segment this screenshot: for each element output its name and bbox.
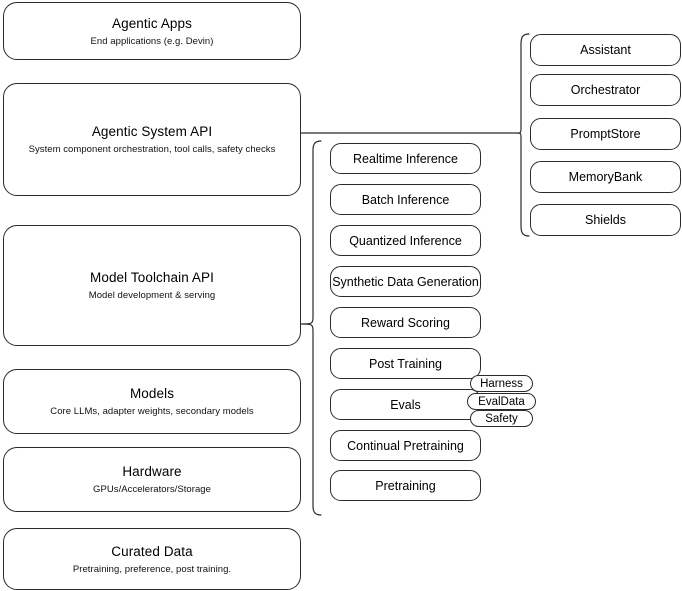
box-subtitle: Core LLMs, adapter weights, secondary mo… xyxy=(50,406,254,417)
box-title: Agentic Apps xyxy=(111,15,192,31)
evals-pill-evaldata[interactable]: EvalData xyxy=(467,393,536,410)
stack-box-model-toolchain-api[interactable]: Model Toolchain API Model development & … xyxy=(3,225,301,346)
toolchain-box-pretraining[interactable]: Pretraining xyxy=(330,470,481,501)
box-title: Curated Data xyxy=(111,543,193,559)
stack-box-hardware[interactable]: Hardware GPUs/Accelerators/Storage xyxy=(3,447,301,512)
brace-toolchain-components xyxy=(300,140,322,516)
brace-system-components xyxy=(515,33,530,237)
box-subtitle: End applications (e.g. Devin) xyxy=(90,35,214,47)
toolchain-box-synthetic-data-generation[interactable]: Synthetic Data Generation xyxy=(330,266,481,297)
system-box-promptstore[interactable]: PromptStore xyxy=(530,118,681,150)
stack-box-curated-data[interactable]: Curated Data Pretraining, preference, po… xyxy=(3,528,301,590)
system-box-shields[interactable]: Shields xyxy=(530,204,681,236)
box-title: Model Toolchain API xyxy=(90,270,214,285)
system-box-assistant[interactable]: Assistant xyxy=(530,34,681,66)
box-subtitle: GPUs/Accelerators/Storage xyxy=(93,484,211,495)
box-subtitle: Model development & serving xyxy=(88,290,216,301)
system-box-orchestrator[interactable]: Orchestrator xyxy=(530,74,681,106)
evals-pill-harness[interactable]: Harness xyxy=(470,375,533,392)
toolchain-box-quantized-inference[interactable]: Quantized Inference xyxy=(330,225,481,256)
toolchain-box-realtime-inference[interactable]: Realtime Inference xyxy=(330,143,481,174)
stack-box-agentic-apps[interactable]: Agentic Apps End applications (e.g. Devi… xyxy=(3,2,301,60)
box-title: Hardware xyxy=(122,464,182,479)
toolchain-box-continual-pretraining[interactable]: Continual Pretraining xyxy=(330,430,481,461)
evals-pill-safety[interactable]: Safety xyxy=(470,410,533,427)
toolchain-box-batch-inference[interactable]: Batch Inference xyxy=(330,184,481,215)
box-title: Agentic System API xyxy=(91,124,213,139)
toolchain-box-post-training[interactable]: Post Training xyxy=(330,348,481,379)
box-title: Models xyxy=(129,386,175,401)
stack-box-models[interactable]: Models Core LLMs, adapter weights, secon… xyxy=(3,369,301,434)
box-subtitle: Pretraining, preference, post training. xyxy=(72,563,232,575)
stack-box-agentic-system-api[interactable]: Agentic System API System component orch… xyxy=(3,83,301,196)
toolchain-box-evals[interactable]: Evals xyxy=(330,389,481,420)
toolchain-box-reward-scoring[interactable]: Reward Scoring xyxy=(330,307,481,338)
system-box-memorybank[interactable]: MemoryBank xyxy=(530,161,681,193)
box-subtitle: System component orchestration, tool cal… xyxy=(28,144,276,155)
